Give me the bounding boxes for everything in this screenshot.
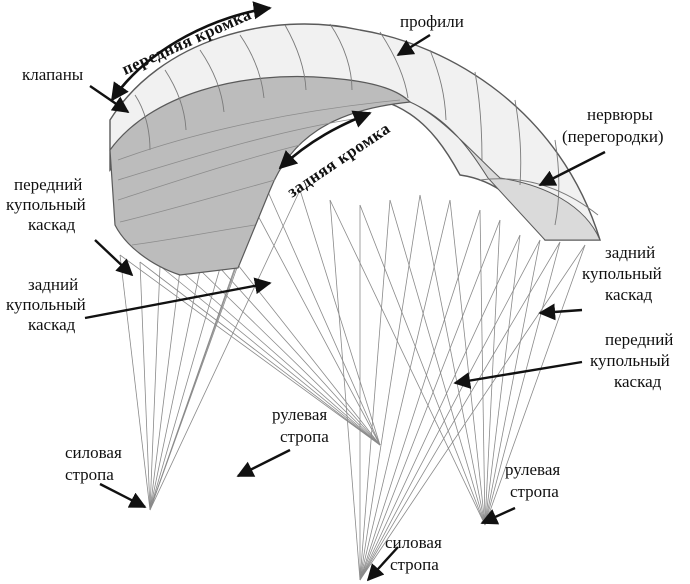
suspension-line xyxy=(219,267,381,446)
suspension-line xyxy=(119,254,151,511)
canopy-inner-right xyxy=(409,101,601,241)
front-cascade-right-3: каскад xyxy=(614,372,662,391)
suspension-line xyxy=(119,254,381,446)
underside-bands xyxy=(117,99,401,246)
power-line-bottom-1: силовая xyxy=(385,533,442,552)
suspension-line xyxy=(139,261,381,446)
suspension-line xyxy=(237,264,381,446)
rear-cascade-left-3: каскад xyxy=(28,315,76,334)
suspension-line xyxy=(484,239,541,526)
suspension-line xyxy=(359,234,521,581)
suspension-line xyxy=(149,269,181,511)
front-cascade-right-1: передний xyxy=(605,330,673,349)
trailing-edge-arrow xyxy=(278,110,372,170)
suspension-line xyxy=(139,261,151,511)
front-cascade-right-2: купольный xyxy=(590,351,670,370)
suspension-line xyxy=(484,241,561,526)
steering-line-center-2: стропа xyxy=(280,427,329,446)
suspension-line xyxy=(419,194,486,526)
ribs-label-2: (перегородки) xyxy=(562,127,664,146)
rear-cascade-right-3: каскад xyxy=(605,285,653,304)
suspension-line xyxy=(484,234,521,526)
valves-label: клапаны xyxy=(22,65,84,84)
suspension-line xyxy=(264,184,381,446)
power-line-left-1: силовая xyxy=(65,443,122,462)
suspension-line xyxy=(149,267,221,511)
rear-cascade-right-2: купольный xyxy=(582,264,662,283)
suspension-line xyxy=(359,199,451,581)
suspension-line xyxy=(389,199,486,526)
front-cascade-left-2: купольный xyxy=(6,195,86,214)
suspension-line xyxy=(149,189,301,511)
suspension-line xyxy=(359,244,586,581)
suspension-line xyxy=(359,239,541,581)
ribs-label-1: нервюры xyxy=(587,105,653,124)
suspension-line xyxy=(484,244,586,526)
suspension-line xyxy=(484,219,501,526)
front-cascade-left-3: каскад xyxy=(28,215,76,234)
suspension-line xyxy=(359,209,481,581)
suspension-line xyxy=(359,219,501,581)
rear-cascade-left-2: купольный xyxy=(6,295,86,314)
profiles-label: профили xyxy=(400,12,464,31)
suspension-line xyxy=(329,199,361,581)
steering-line-center-1: рулевая xyxy=(272,405,327,424)
suspension-line xyxy=(329,199,486,526)
leading-edge-arrow xyxy=(110,1,272,102)
rear-cascade-left-1: задний xyxy=(28,275,78,294)
suspension-line xyxy=(254,209,381,446)
suspension-line xyxy=(449,199,486,526)
suspension-line xyxy=(359,199,391,581)
suspension-line xyxy=(149,269,201,511)
suspension-line xyxy=(359,194,421,581)
front-cascade-left-1: передний xyxy=(14,175,82,194)
suspension-line xyxy=(199,269,381,446)
suspension-line xyxy=(299,189,381,446)
power-line-bottom-2: стропа xyxy=(390,555,439,574)
steering-line-right-2: стропа xyxy=(510,482,559,501)
suspension-line xyxy=(149,265,161,511)
rear-cascade-right-1: задний xyxy=(605,243,655,262)
power-line-left-2: стропа xyxy=(65,465,114,484)
suspension-line xyxy=(359,204,486,526)
steering-line-right-1: рулевая xyxy=(505,460,560,479)
suspension-line xyxy=(359,241,561,581)
pointer-arrows xyxy=(84,33,606,582)
suspension-line xyxy=(479,209,486,526)
